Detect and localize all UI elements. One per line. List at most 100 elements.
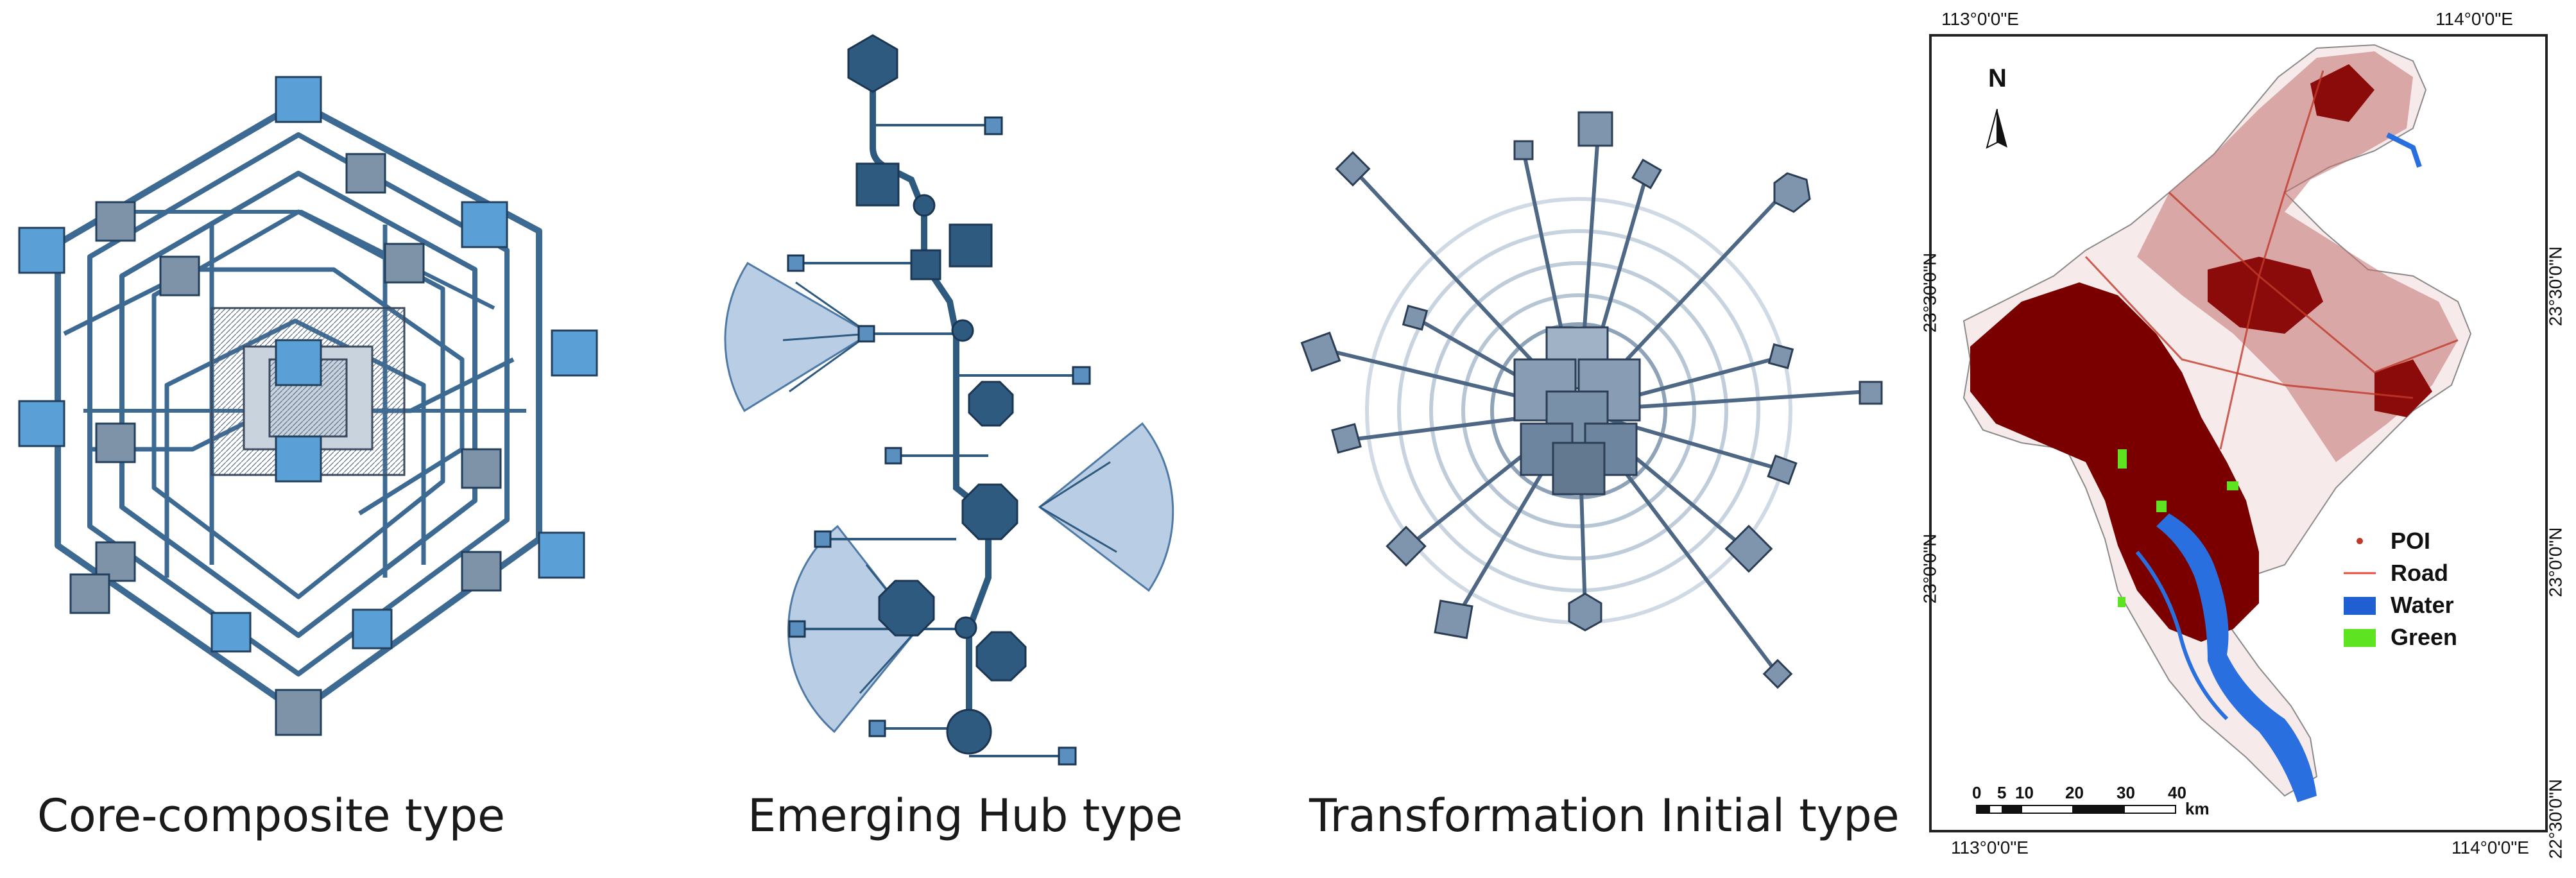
fan-cluster bbox=[724, 261, 872, 413]
hub-junction bbox=[954, 616, 977, 639]
green-patch bbox=[2118, 597, 2125, 607]
emerging-hub-panel: Emerging Hub type bbox=[642, 0, 1219, 878]
caption-transformation-initial: Transformation Initial type bbox=[1309, 789, 1900, 842]
river-water bbox=[2135, 551, 2229, 721]
urban-dense-zone bbox=[2208, 257, 2323, 334]
satellite-node bbox=[1568, 592, 1602, 632]
transformation-initial-diagram bbox=[1300, 111, 1883, 689]
endpoint-square bbox=[788, 620, 806, 638]
core-composite-diagram bbox=[18, 76, 598, 736]
map-panel: 113°0'0"E 114°0'0"E 113°0'0"E 114°0'0"E … bbox=[1919, 0, 2576, 878]
hub-node-octagon bbox=[975, 631, 1027, 682]
concentric-ring bbox=[1490, 322, 1667, 499]
scale-tick-20: 20 bbox=[2065, 783, 2084, 802]
coord-right-upper: 23°30'0"N bbox=[2545, 246, 2566, 327]
cube-node bbox=[159, 255, 200, 297]
cube-node bbox=[69, 573, 110, 614]
hub-junction bbox=[951, 319, 974, 342]
legend-label-poi: POI bbox=[2391, 528, 2431, 554]
transformation-initial-panel: Transformation Initial type bbox=[1251, 0, 1900, 878]
satellite-node bbox=[1577, 111, 1613, 147]
scale-tick-0: 0 bbox=[1972, 783, 1982, 802]
endpoint-square bbox=[984, 116, 1003, 135]
satellite-node bbox=[1773, 172, 1811, 213]
hub-node-square bbox=[855, 162, 900, 207]
coord-bottom-left: 113°0'0"E bbox=[1951, 838, 2029, 857]
green-patch bbox=[2156, 501, 2167, 512]
hub-node-octagon bbox=[878, 580, 935, 637]
cube-node bbox=[95, 201, 136, 242]
legend-green-symbol bbox=[2344, 629, 2376, 647]
caption-emerging-hub: Emerging Hub type bbox=[748, 789, 1183, 842]
central-cube bbox=[1577, 358, 1641, 422]
coord-right-lower: 23°0'0"N bbox=[2545, 527, 2566, 598]
coord-bottom-right: 114°0'0"E bbox=[2451, 838, 2529, 857]
endpoint-square bbox=[814, 530, 832, 548]
endpoint-square bbox=[1072, 366, 1091, 385]
cube-node bbox=[275, 339, 322, 386]
scale-unit: km bbox=[2185, 799, 2210, 818]
north-arrow bbox=[1986, 108, 2007, 149]
concentric-ring bbox=[1397, 229, 1760, 592]
central-cube bbox=[1552, 442, 1606, 495]
coord-right-bottom: 22°30'0"N bbox=[2545, 779, 2566, 859]
hub-node-octagon bbox=[968, 381, 1014, 427]
pipe-route bbox=[151, 209, 445, 599]
hub-node-square bbox=[949, 223, 993, 268]
cube-node bbox=[210, 612, 252, 653]
coord-left-lower: 23°0'0"N bbox=[1919, 533, 1940, 604]
satellite-node bbox=[1331, 423, 1362, 454]
hub-node-square bbox=[910, 249, 941, 280]
cube-node bbox=[461, 448, 502, 489]
cube-node bbox=[461, 201, 508, 248]
study-area-map bbox=[1929, 34, 2548, 832]
study-area-boundary bbox=[1962, 44, 2472, 797]
road-line bbox=[2168, 191, 2459, 374]
hub-node-circle bbox=[946, 709, 992, 755]
endpoint-square bbox=[857, 325, 875, 343]
hub-junction bbox=[913, 194, 936, 217]
north-label: N bbox=[1988, 64, 2007, 92]
satellite-node bbox=[1631, 159, 1662, 189]
fan-cluster bbox=[1038, 422, 1174, 592]
cube-node bbox=[384, 243, 425, 284]
cube-node bbox=[461, 551, 502, 592]
river-water bbox=[2386, 132, 2422, 168]
satellite-node bbox=[1434, 599, 1473, 639]
satellite-node bbox=[1402, 304, 1429, 331]
cube-node bbox=[275, 689, 322, 736]
satellite-node bbox=[1513, 140, 1534, 160]
endpoint-square bbox=[1058, 746, 1077, 766]
legend-poi-symbol bbox=[2357, 538, 2363, 544]
caption-core-composite: Core-composite type bbox=[37, 789, 506, 842]
scale-tick-5: 5 bbox=[1997, 783, 2007, 802]
green-patch bbox=[2227, 481, 2238, 490]
legend-label-water: Water bbox=[2391, 592, 2454, 618]
scale-tick-30: 30 bbox=[2117, 783, 2135, 802]
scale-tick-10: 10 bbox=[2015, 783, 2034, 802]
road-line bbox=[2219, 70, 2324, 450]
legend-water-symbol bbox=[2344, 597, 2376, 615]
core-composite-panel: Core-composite type bbox=[0, 0, 629, 878]
scale-tick-40: 40 bbox=[2168, 783, 2186, 802]
urban-dense-zone bbox=[2374, 359, 2432, 417]
scale-bar bbox=[1976, 805, 2176, 814]
road-line bbox=[2084, 255, 2414, 399]
emerging-hub-diagram bbox=[724, 34, 1174, 766]
river-water bbox=[2156, 513, 2317, 802]
concentric-ring bbox=[1461, 293, 1696, 528]
satellite-node bbox=[1724, 524, 1773, 573]
satellite-node bbox=[1335, 151, 1371, 187]
cube-node bbox=[275, 435, 322, 483]
pipe-route bbox=[119, 171, 477, 638]
coord-left-upper: 23°30'0"N bbox=[1919, 252, 1940, 333]
hub-node-hexagon bbox=[847, 34, 898, 93]
urban-dense-zone bbox=[2310, 64, 2374, 122]
satellite-node bbox=[1767, 343, 1794, 370]
pipe-route bbox=[87, 132, 510, 676]
concentric-ring bbox=[1429, 261, 1728, 560]
hub-node-octagon bbox=[961, 483, 1018, 540]
cube-node bbox=[18, 400, 65, 447]
satellite-node bbox=[1762, 658, 1793, 689]
cube-node bbox=[275, 76, 322, 123]
